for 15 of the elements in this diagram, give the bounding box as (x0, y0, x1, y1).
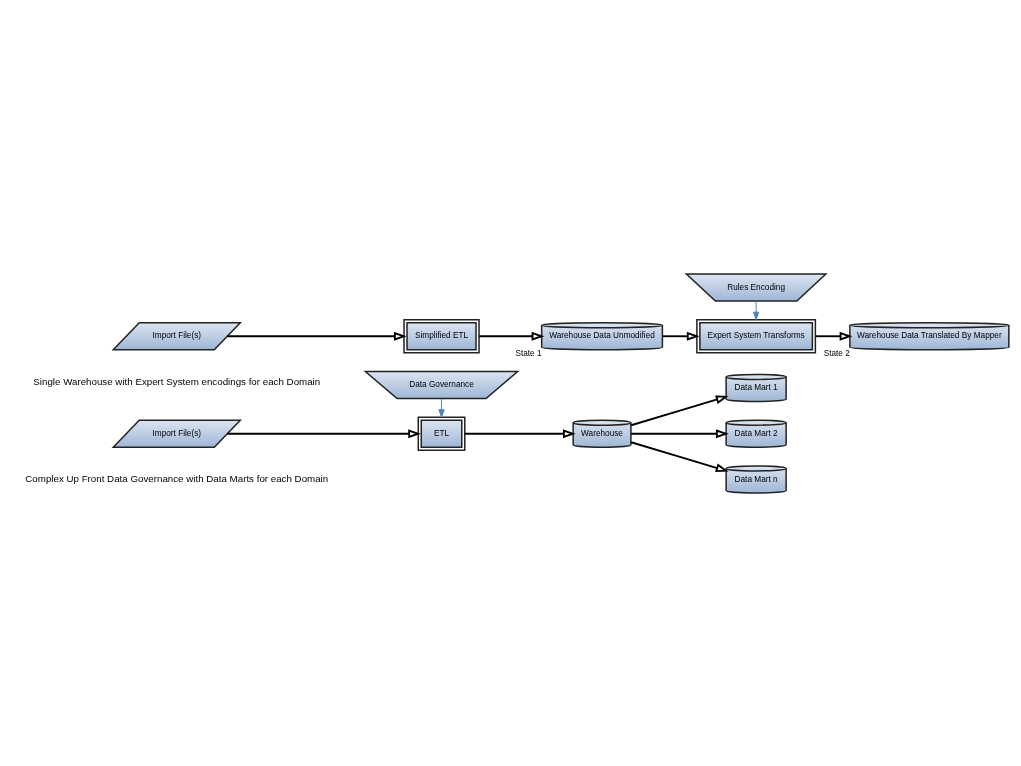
node-label: State 1 (515, 348, 542, 358)
arrow (630, 394, 729, 426)
arrow (630, 428, 729, 438)
arrow (226, 331, 407, 341)
arrow (753, 300, 760, 320)
arrow (438, 397, 445, 418)
label: Single Warehouse with Expert System encodings for each Domain (33, 375, 321, 387)
node-label: State 2 (823, 348, 850, 358)
arrow (661, 331, 700, 341)
label: Complex Up Front Data Governance with Data Marts for each Domain (25, 472, 329, 484)
arrow (464, 428, 576, 438)
arrow (630, 440, 729, 472)
arrow (814, 331, 853, 341)
arrow (226, 428, 421, 438)
arrow (478, 331, 545, 341)
